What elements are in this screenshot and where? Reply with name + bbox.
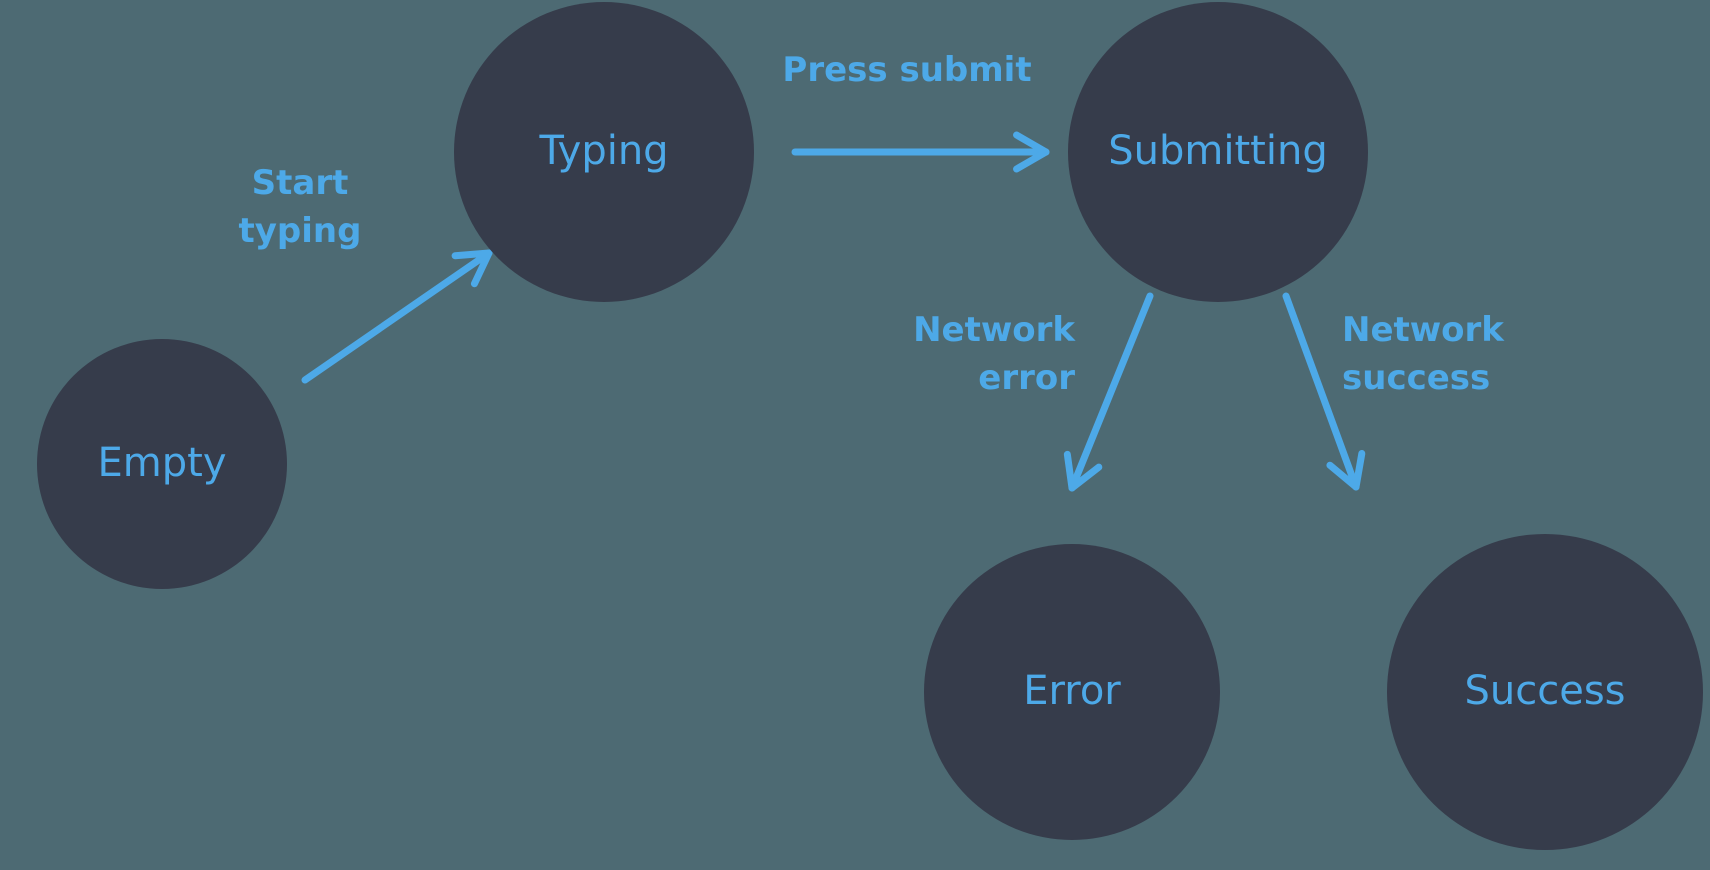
state-node-empty[interactable]: Empty: [37, 339, 287, 589]
edge-network-error: [1063, 292, 1154, 492]
state-circle-typing[interactable]: [454, 2, 754, 302]
edge-arrowhead-network-error: [1063, 450, 1103, 492]
edge-label-line: Network: [1342, 310, 1505, 350]
edge-label-press-submit: Press submit: [782, 50, 1031, 90]
edge-shaft-network-success: [1282, 292, 1360, 491]
state-node-typing[interactable]: Typing: [454, 2, 754, 302]
state-node-submitting[interactable]: Submitting: [1068, 2, 1368, 302]
edge-label-line: typing: [239, 211, 362, 251]
state-node-success[interactable]: Success: [1387, 534, 1703, 850]
edge-shaft-start-typing: [301, 249, 493, 384]
edge-press-submit: [791, 131, 1050, 173]
state-label-typing: Typing: [538, 128, 668, 174]
edges-layer: [301, 131, 1366, 492]
edge-shaft-network-error: [1068, 292, 1154, 492]
edge-label-network-error: Network error: [913, 310, 1076, 398]
edge-label-line: Press submit: [782, 50, 1031, 90]
edge-arrowhead-network-success: [1326, 450, 1366, 491]
state-node-error[interactable]: Error: [924, 544, 1220, 840]
edge-label-line: Network: [913, 310, 1076, 350]
state-circle-submitting[interactable]: [1068, 2, 1368, 302]
edge-network-success: [1282, 292, 1366, 491]
state-circle-success[interactable]: [1387, 534, 1703, 850]
state-circle-error[interactable]: [924, 544, 1220, 840]
edge-label-line: Start: [252, 163, 349, 203]
state-label-submitting: Submitting: [1108, 128, 1327, 174]
state-label-error: Error: [1023, 668, 1121, 714]
edge-arrowhead-press-submit: [1013, 131, 1050, 173]
edge-label-line: success: [1342, 358, 1490, 398]
edge-label-line: error: [978, 358, 1075, 398]
edge-label-network-success: Network success: [1342, 310, 1505, 398]
edge-start-typing: [301, 249, 493, 384]
edge-label-start-typing: Start typing: [239, 163, 362, 251]
state-label-success: Success: [1464, 668, 1625, 714]
state-label-empty: Empty: [98, 440, 227, 486]
state-circle-empty[interactable]: [37, 339, 287, 589]
edge-arrowhead-start-typing: [451, 249, 493, 288]
